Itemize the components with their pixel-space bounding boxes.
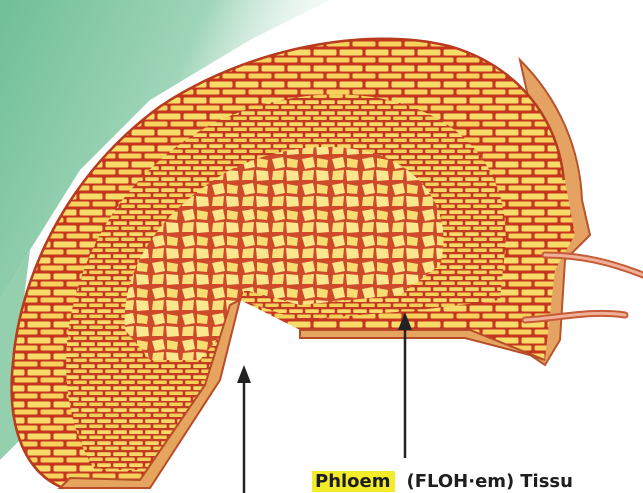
- phloem-term: Phloem: [312, 471, 395, 492]
- xylem-pointer-arrow: [237, 365, 251, 493]
- tissue-word: Tissu: [520, 471, 573, 492]
- phloem-label: Phloem (FLOH·em)Tissu: [312, 470, 573, 493]
- phloem-pronunciation: (FLOH·em): [407, 471, 515, 492]
